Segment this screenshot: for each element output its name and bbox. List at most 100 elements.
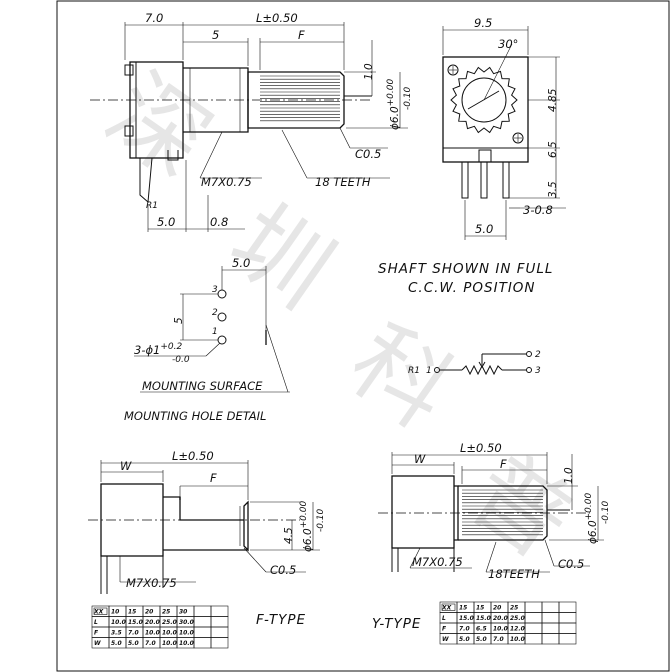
y-label-teeth: 18TEETH — [488, 567, 540, 581]
table-cell — [210, 637, 229, 649]
f-type-label: F-TYPE — [256, 612, 306, 628]
table-cell-text: 25 — [162, 609, 170, 616]
label-mounting-hole-detail: MOUNTING HOLE DETAIL — [124, 409, 266, 423]
table-cell-text: 10.0 — [510, 636, 525, 643]
dim-65: 6.5 — [547, 141, 559, 158]
table-cell-text: W — [94, 640, 101, 647]
y-dim-1: 1.0 — [563, 467, 575, 484]
table-cell-text: 5.0 — [111, 640, 122, 647]
table-cell-text: 15.0 — [476, 615, 491, 622]
hole-diameter-label: 3-ϕ1+0.2 — [134, 342, 183, 357]
table-cell-text: 12.0 — [510, 626, 525, 633]
table-cell-text: 15.0 — [459, 615, 474, 622]
table-cell-text: F — [94, 630, 99, 637]
table-cell-text: 10.0 — [145, 630, 160, 637]
front-view: 30° 9.5 4.85 6.5 3.5 3-0.8 5.0 SHAFT SHO… — [378, 16, 566, 296]
table-cell-text: 5.0 — [459, 636, 470, 643]
table-cell-text: 25.0 — [162, 619, 177, 626]
y-dim-length: L±0.50 — [460, 441, 502, 455]
schem-pin-2: 2 — [535, 350, 541, 360]
f-dim-w: W — [120, 459, 132, 473]
table-cell — [541, 601, 560, 613]
dim-7: 7.0 — [145, 11, 163, 25]
f-label-chamfer: C0.5 — [270, 563, 296, 577]
table-cell-text: 6.5 — [476, 626, 487, 633]
schem-pin-1: 1 — [426, 366, 432, 376]
table-cell-text: 30.0 — [179, 619, 194, 626]
table-cell-text: 20.0 — [145, 619, 160, 626]
table-cell-text: 10.0 — [179, 630, 194, 637]
table-cell-text: 7.0 — [459, 626, 470, 633]
dim-front-50: 5.0 — [475, 222, 493, 236]
table-cell-text: XX — [93, 609, 104, 616]
table-cell-text: XX — [441, 605, 452, 612]
table-cell-text: 25.0 — [510, 615, 525, 622]
table-cell-text: 7.0 — [493, 636, 504, 643]
label-teeth-side: 18 TEETH — [315, 175, 371, 189]
y-dim-f: F — [500, 457, 507, 471]
table-cell-text: 3.5 — [111, 630, 122, 637]
side-view: R1 7.0 L±0.50 5 F 1.0 ϕ6.0+0.00 -0.10 C0… — [90, 11, 413, 232]
f-dim-45: 4.5 — [283, 527, 295, 544]
table-cell — [193, 637, 212, 649]
table-cell-text: 25 — [510, 605, 518, 612]
hole-dim-50: 5.0 — [232, 256, 250, 270]
table-cell-text: 20 — [493, 605, 501, 612]
table-cell-text: 15 — [128, 609, 136, 616]
table-cell — [193, 605, 212, 617]
table-cell-text: 5.0 — [128, 640, 139, 647]
table-cell-text: F — [442, 626, 447, 633]
table-cell — [524, 601, 543, 613]
f-shaft-dia: ϕ6.0+0.00 — [299, 501, 314, 552]
f-label-thread: M7X0.75 — [126, 576, 177, 590]
table-cell — [558, 601, 577, 613]
table-cell — [210, 626, 229, 638]
hole-pin-2: 2 — [212, 308, 218, 318]
hole-pin-3: 3 — [212, 285, 218, 295]
label-thread-side: M7X0.75 — [201, 175, 252, 189]
table-cell-text: 20 — [145, 609, 153, 616]
dim-pin-5: 5.0 — [157, 215, 175, 229]
f-dim-f: F — [210, 471, 217, 485]
y-knurl-lines — [462, 489, 543, 536]
table-cell-text: 15 — [476, 605, 484, 612]
dim-angle: 30° — [498, 37, 518, 51]
table-cell-text: 10.0 — [111, 619, 126, 626]
dim-1: 1.0 — [363, 63, 375, 80]
table-cell — [210, 616, 229, 628]
table-cell — [524, 612, 543, 624]
table-cell-text: 10 — [111, 609, 119, 616]
table-cell — [193, 626, 212, 638]
mounting-hole-detail: 3 2 1 5 5.0 MOUNTING SURFACE 3-ϕ1+0.2 -0… — [124, 256, 290, 423]
label-chamfer-side: C0.5 — [355, 147, 381, 161]
y-shaft-dia: ϕ6.0+0.00 — [584, 493, 599, 544]
dim-pin-08: 0.8 — [210, 215, 228, 229]
table-cell-text: W — [442, 636, 449, 643]
table-cell-text: 10.0 — [162, 640, 177, 647]
table-cell-text: L — [94, 619, 98, 626]
dim-width-95: 9.5 — [474, 16, 492, 30]
hole-tol-bottom: -0.0 — [172, 355, 190, 365]
dim-5: 5 — [212, 28, 219, 42]
table-cell-text: 15.0 — [128, 619, 143, 626]
note-shaft-full: SHAFT SHOWN IN FULL — [378, 261, 553, 277]
table-cell-text: 5.0 — [476, 636, 487, 643]
table-cell — [524, 622, 543, 634]
table-cell — [558, 633, 577, 645]
table-cell — [558, 622, 577, 634]
f-shaft-dia-tol-bottom: -0.10 — [316, 508, 326, 532]
table-cell-text: L — [442, 615, 446, 622]
f-dim-length: L±0.50 — [172, 449, 214, 463]
table-cell-text: 10.0 — [179, 640, 194, 647]
y-label-thread: M7X0.75 — [412, 555, 463, 569]
table-cell-text: 15 — [459, 605, 467, 612]
label-r1: R1 — [146, 201, 158, 211]
table-cell — [541, 612, 560, 624]
table-cell-text: 10.0 — [162, 630, 177, 637]
schem-r1: R1 — [408, 366, 420, 376]
y-shaft-dia-tol-bottom: -0.10 — [601, 500, 611, 524]
dim-35: 3.5 — [547, 181, 559, 198]
y-type-label: Y-TYPE — [372, 616, 421, 632]
f-type-view: W L±0.50 F 4.5 ϕ6.0+0.00 -0.10 C0.5 M7X0… — [88, 449, 326, 649]
